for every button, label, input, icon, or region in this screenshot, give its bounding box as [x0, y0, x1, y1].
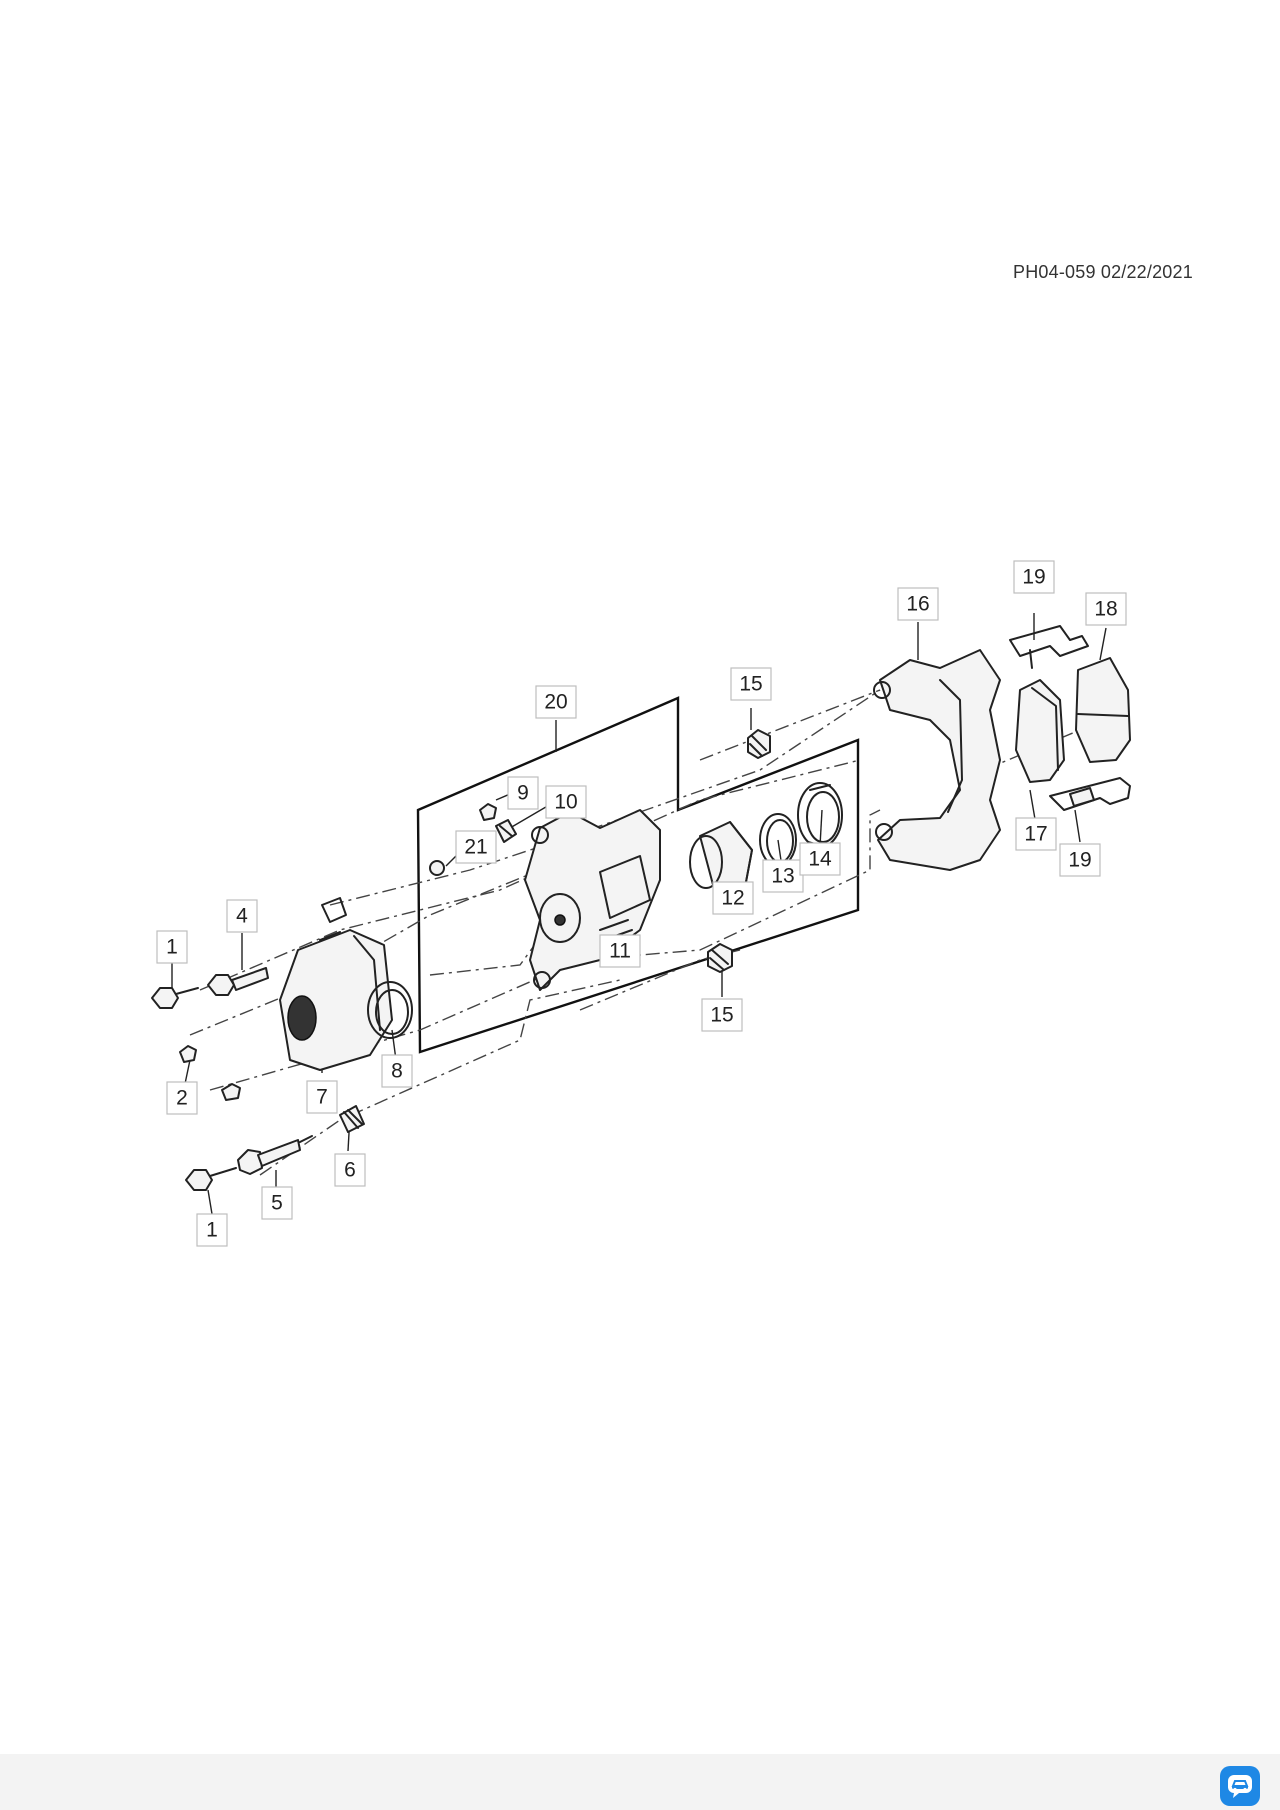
- svg-text:2: 2: [176, 1087, 188, 1110]
- footer-bar: [0, 1754, 1280, 1810]
- svg-text:12: 12: [721, 887, 744, 910]
- callout-2: 2: [166, 1081, 198, 1115]
- callout-6: 6: [334, 1153, 366, 1187]
- part-11-caliper-body: [524, 809, 661, 991]
- svg-text:14: 14: [808, 848, 832, 871]
- callout-15-lower: 15: [701, 998, 743, 1032]
- callout-20: 20: [535, 685, 577, 719]
- svg-text:8: 8: [391, 1060, 403, 1083]
- callout-7: 7: [306, 1080, 338, 1114]
- part-2-bleeder-screws: [179, 1045, 241, 1101]
- svg-text:19: 19: [1022, 566, 1045, 589]
- part-1-bolt-upper: [151, 987, 199, 1009]
- callout-19-upper: 19: [1013, 560, 1055, 594]
- callout-10: 10: [545, 785, 587, 819]
- part-9-bleeder-cap: [479, 803, 497, 821]
- car-chat-icon: [1228, 1775, 1252, 1798]
- svg-text:15: 15: [739, 673, 762, 696]
- part-18-outer-brake-pad: [1075, 657, 1131, 763]
- svg-text:9: 9: [517, 782, 529, 805]
- callout-1-upper: 1: [156, 930, 188, 964]
- part-8-seal-ring: [367, 981, 413, 1039]
- part-10-bleeder-valve: [495, 819, 517, 843]
- svg-text:7: 7: [316, 1086, 328, 1109]
- callout-17: 17: [1015, 817, 1057, 851]
- svg-text:5: 5: [271, 1192, 283, 1215]
- callout-8: 8: [381, 1054, 413, 1088]
- callout-18: 18: [1085, 592, 1127, 626]
- part-4-guide-pin: [207, 967, 269, 996]
- svg-text:1: 1: [206, 1219, 218, 1242]
- svg-text:18: 18: [1094, 598, 1117, 621]
- group-20-outline: [416, 696, 860, 1054]
- callout-19-lower: 19: [1059, 843, 1101, 877]
- part-6-spring: [339, 1105, 365, 1133]
- part-1-bolt-lower: [185, 1167, 237, 1191]
- svg-text:15: 15: [710, 1004, 733, 1027]
- part-19-pad-clip-upper: [1009, 625, 1089, 669]
- svg-text:1: 1: [166, 936, 178, 959]
- callout-1-lower: 1: [196, 1213, 228, 1247]
- callout-21: 21: [455, 830, 497, 864]
- svg-text:11: 11: [609, 940, 631, 963]
- callout-16: 16: [897, 587, 939, 621]
- diagram-code: PH04-059 02/22/2021: [1013, 262, 1193, 282]
- callout-9: 9: [507, 776, 539, 810]
- callout-12: 12: [712, 881, 754, 915]
- part-15-bushing-lower: [707, 943, 733, 973]
- app-badge[interactable]: [1220, 1766, 1260, 1806]
- part-17-inner-brake-pad: [1015, 679, 1065, 783]
- svg-text:21: 21: [464, 836, 487, 859]
- svg-text:10: 10: [554, 791, 577, 814]
- callout-15-upper: 15: [730, 667, 772, 701]
- svg-text:19: 19: [1068, 849, 1091, 872]
- svg-text:16: 16: [906, 593, 929, 616]
- part-5-guide-pin-lower: [237, 1135, 313, 1175]
- callout-11: 11: [599, 934, 641, 968]
- part-19-pad-clip-lower: [1049, 777, 1131, 811]
- svg-text:17: 17: [1024, 823, 1047, 846]
- part-7-actuator-housing: [279, 897, 393, 1071]
- svg-text:4: 4: [236, 905, 248, 928]
- callouts: 1 4 2 7 8 6 5 1: [156, 560, 1127, 1247]
- callout-13: 13: [762, 859, 804, 893]
- svg-text:13: 13: [771, 865, 794, 888]
- part-16-caliper-bracket: [873, 649, 1001, 871]
- part-15-bushing-upper: [747, 729, 771, 759]
- callout-14: 14: [799, 842, 841, 876]
- svg-text:6: 6: [344, 1159, 356, 1182]
- svg-text:20: 20: [544, 691, 567, 714]
- callout-4: 4: [226, 899, 258, 933]
- callout-5: 5: [261, 1186, 293, 1220]
- part-21-plug: [429, 860, 445, 876]
- part-12-piston: [689, 821, 753, 897]
